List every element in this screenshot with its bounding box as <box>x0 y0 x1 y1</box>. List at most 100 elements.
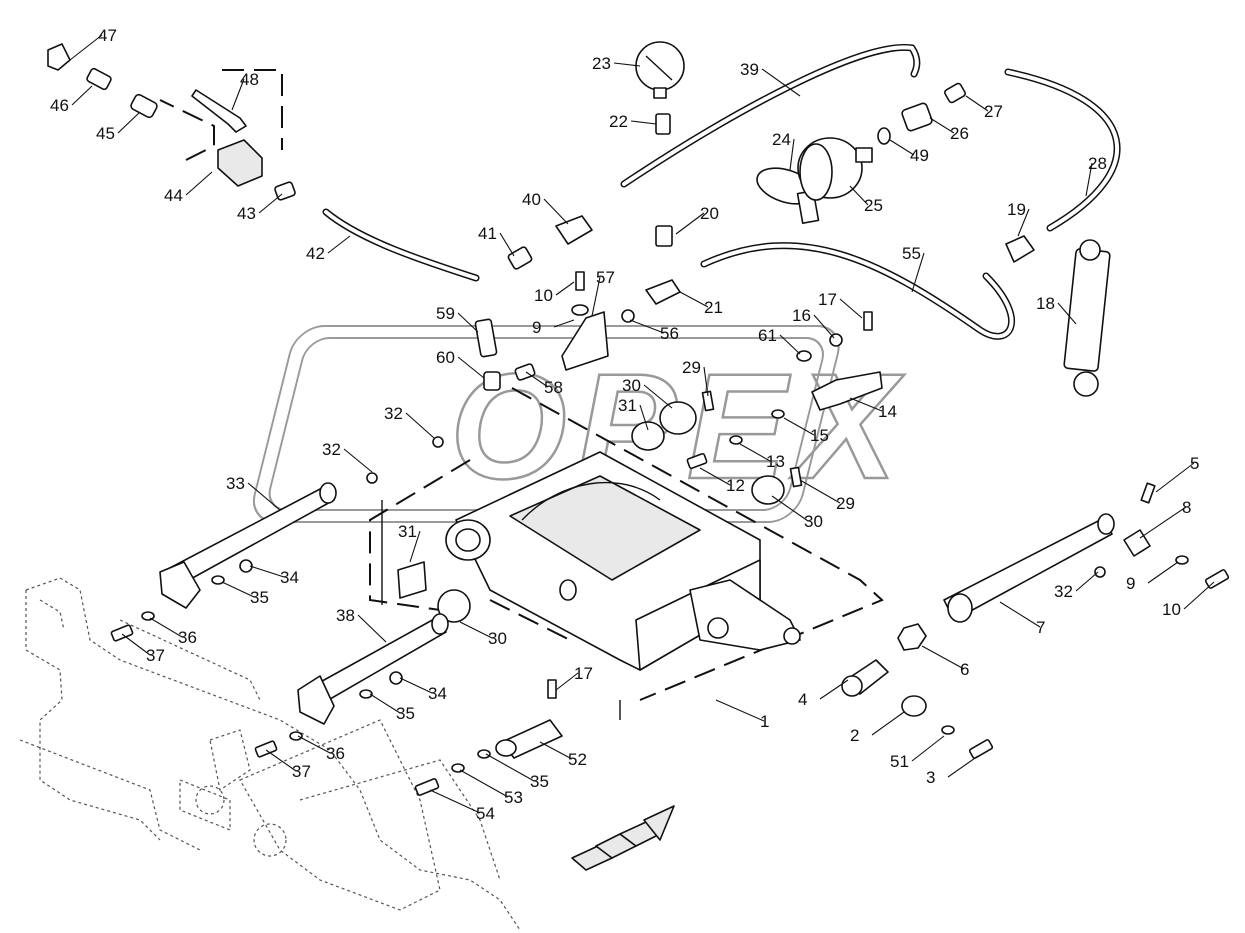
part-32-nipple-b <box>366 472 378 484</box>
callout-c61: 61 <box>758 326 801 355</box>
part-45-adapter <box>130 93 158 119</box>
leader-line <box>839 298 863 319</box>
callout-number: 16 <box>792 306 811 325</box>
callout-c32c: 32 <box>1054 571 1099 601</box>
leader-line <box>947 755 979 778</box>
leader-line <box>457 312 479 333</box>
callouts: 4746454844434240412322392425492627282021… <box>50 26 1215 823</box>
leader-line <box>121 633 151 656</box>
callout-c16: 16 <box>792 306 835 339</box>
part-30-ring-c <box>437 589 471 623</box>
leader-line <box>703 366 709 397</box>
callout-number: 53 <box>504 788 523 807</box>
part-18-damper <box>1063 248 1111 372</box>
small-parts <box>47 41 1111 623</box>
part-37-bolt-b <box>254 740 278 758</box>
callout-number: 30 <box>622 376 641 395</box>
part-36-washer-b <box>289 731 303 741</box>
callout-c45: 45 <box>96 111 141 143</box>
callout-number: 48 <box>240 70 259 89</box>
leader-line <box>1183 581 1215 610</box>
part-5-pin <box>1140 482 1156 504</box>
part-8-pin <box>1123 529 1151 557</box>
callout-c23: 23 <box>592 54 641 73</box>
part-10-bolt <box>575 271 585 291</box>
leader-line <box>921 645 965 670</box>
leader-line <box>675 212 705 235</box>
callout-c8: 8 <box>1139 498 1191 539</box>
callout-number: 30 <box>804 512 823 531</box>
part-15-washer <box>771 409 785 419</box>
callout-c30a: 30 <box>622 376 673 409</box>
frame-hole-2 <box>195 785 225 815</box>
callout-c19: 19 <box>1007 200 1030 237</box>
dash-2 <box>159 99 215 161</box>
callout-number: 8 <box>1182 498 1191 517</box>
leader-line <box>369 693 401 714</box>
leader-line <box>543 198 569 225</box>
callout-c17a: 17 <box>818 290 863 319</box>
part-31-bush-b <box>397 561 427 599</box>
frame-contour-2 <box>25 590 161 841</box>
callout-c5: 5 <box>1155 454 1199 493</box>
leader-line <box>399 677 433 694</box>
frame-block-1 <box>209 729 251 791</box>
callout-number: 32 <box>1054 582 1073 601</box>
callout-number: 2 <box>850 726 859 745</box>
leader-line <box>429 789 481 814</box>
tractor-frame-outline <box>19 577 521 931</box>
leader-line <box>555 281 575 296</box>
leader-line <box>247 482 281 511</box>
leader-line <box>630 120 657 125</box>
callout-c30c: 30 <box>459 621 507 648</box>
arrow-head <box>643 805 675 841</box>
callout-c2: 2 <box>850 711 905 745</box>
callout-c35c: 35 <box>485 753 549 791</box>
frame-contour-3 <box>119 619 261 701</box>
callout-c32b: 32 <box>322 440 373 473</box>
part-1-arm <box>689 579 801 651</box>
part-35-washer-c <box>477 749 491 759</box>
callout-number: 38 <box>336 606 355 625</box>
leader-line <box>539 741 573 760</box>
callout-c29b: 29 <box>799 479 855 513</box>
callout-c54: 54 <box>429 789 495 823</box>
callout-c13: 13 <box>739 443 785 471</box>
callout-number: 55 <box>902 244 921 263</box>
callout-number: 3 <box>926 768 935 787</box>
leader-line <box>485 753 535 782</box>
callout-c34b: 34 <box>399 677 447 703</box>
leader-line <box>779 334 801 355</box>
callout-number: 20 <box>700 204 719 223</box>
callout-c25: 25 <box>849 185 883 215</box>
part-9-washer <box>571 304 589 316</box>
callout-number: 30 <box>488 629 507 648</box>
callout-number: 31 <box>398 522 417 541</box>
leader-line <box>789 138 795 171</box>
frame-contour-1 <box>25 577 521 931</box>
callout-number: 31 <box>618 396 637 415</box>
leader-line <box>327 235 351 254</box>
callout-number: 5 <box>1190 454 1199 473</box>
leader-line <box>409 530 421 563</box>
callout-c21: 21 <box>679 291 723 317</box>
leader-line <box>525 371 549 388</box>
leader-line <box>819 679 849 700</box>
callout-number: 24 <box>772 130 791 149</box>
callout-c51: 51 <box>890 735 945 771</box>
callout-number: 60 <box>436 348 455 367</box>
callout-c1: 1 <box>715 699 769 731</box>
callout-c29a: 29 <box>682 358 709 397</box>
callout-c31b: 31 <box>398 522 421 563</box>
callout-c59: 59 <box>436 304 479 333</box>
part-34-nut-b <box>389 671 403 685</box>
callout-c3: 3 <box>926 755 979 787</box>
callout-number: 6 <box>960 660 969 679</box>
part-35-washer-b <box>359 689 373 699</box>
callout-c48: 48 <box>231 70 259 111</box>
leader-line <box>783 417 815 436</box>
leader-line <box>459 621 493 639</box>
part-40-valve <box>555 215 593 245</box>
part-12-bolt <box>686 452 708 470</box>
leader-line <box>185 171 213 196</box>
